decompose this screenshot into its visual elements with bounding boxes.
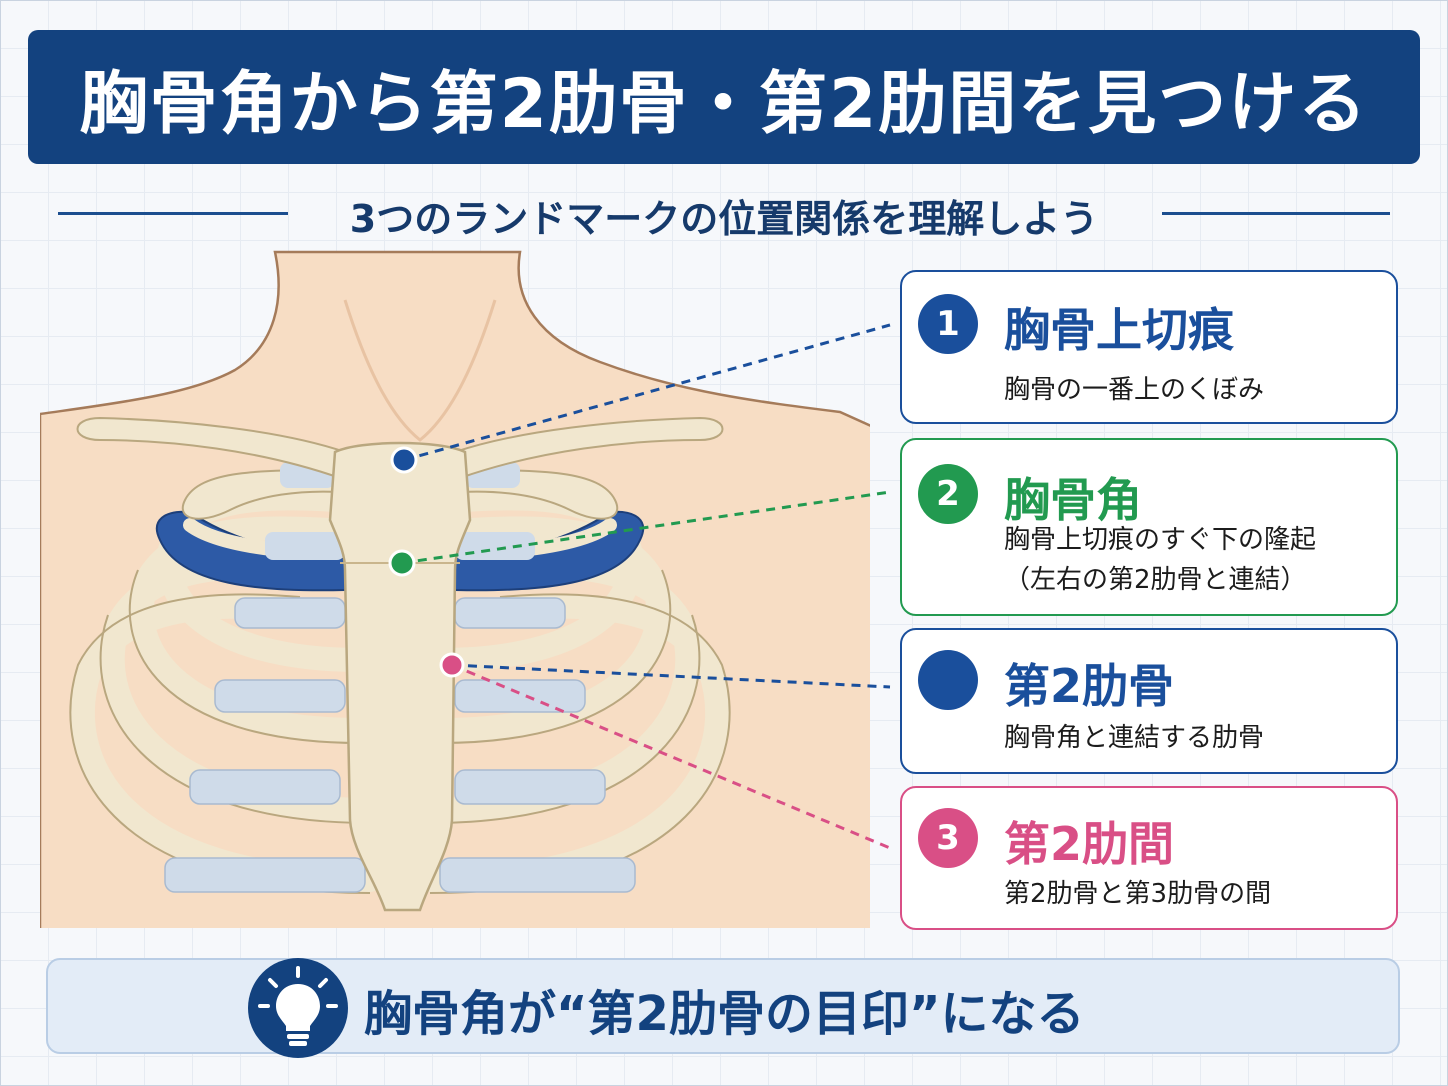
clavicle-left [76,416,347,480]
leader-line-1 [403,323,891,462]
card-desc-2b: （左右の第2肋骨と連結） [1004,565,1307,595]
card-title-1: 胸骨上切痕 [1004,303,1234,357]
title-banner: 胸骨角から第2肋骨・第2肋間を見つける [28,30,1420,164]
costal-cartilage [164,597,636,893]
marker-sternal-angle [388,549,416,577]
subtitle: 3つのランドマークの位置関係を理解しよう [349,197,1099,241]
card-title-rib: 第2肋骨 [1004,659,1175,713]
badge-3: 3 [918,808,978,868]
card-title-3: 第2肋間 [1004,817,1175,871]
neck-shadow [343,299,497,442]
footer-banner: 胸骨角が“第2肋骨の目印”になる [46,958,1400,1058]
card-desc-1: 胸骨の一番上のくぼみ [1004,375,1265,405]
badge-2: 2 [918,464,978,524]
subtitle-rule-right [1162,212,1390,215]
card-second-rib: 第2肋骨 胸骨角と連結する肋骨 [900,628,1398,774]
clavicle-right [453,416,724,480]
page-title: 胸骨角から第2肋骨・第2肋間を見つける [79,64,1369,144]
badge-1: 1 [918,294,978,354]
card-suprasternal-notch: 1 胸骨上切痕 胸骨の一番上のくぼみ [900,270,1398,424]
card-title-2: 胸骨角 [1004,473,1142,527]
badge-rib-dot [918,650,978,710]
lightbulb-icon [248,958,348,1058]
card-desc-2a: 胸骨上切痕のすぐ下の隆起 [1004,525,1317,555]
sternum [328,441,472,912]
card-desc-rib: 胸骨角と連結する肋骨 [1004,723,1265,753]
marker-suprasternal-notch [390,446,418,474]
leader-line-2 [401,490,891,565]
card-desc-3: 第2肋骨と第3肋骨の間 [1004,879,1272,909]
marker-second-intercostal [439,652,465,678]
card-sternal-angle: 2 胸骨角 胸骨上切痕のすぐ下の隆起 （左右の第2肋骨と連結） [900,438,1398,616]
subtitle-rule-left [58,212,288,215]
card-second-intercostal: 3 第2肋間 第2肋骨と第3肋骨の間 [900,786,1398,930]
footer-message: 胸骨角が“第2肋骨の目印”になる [364,986,1085,1042]
